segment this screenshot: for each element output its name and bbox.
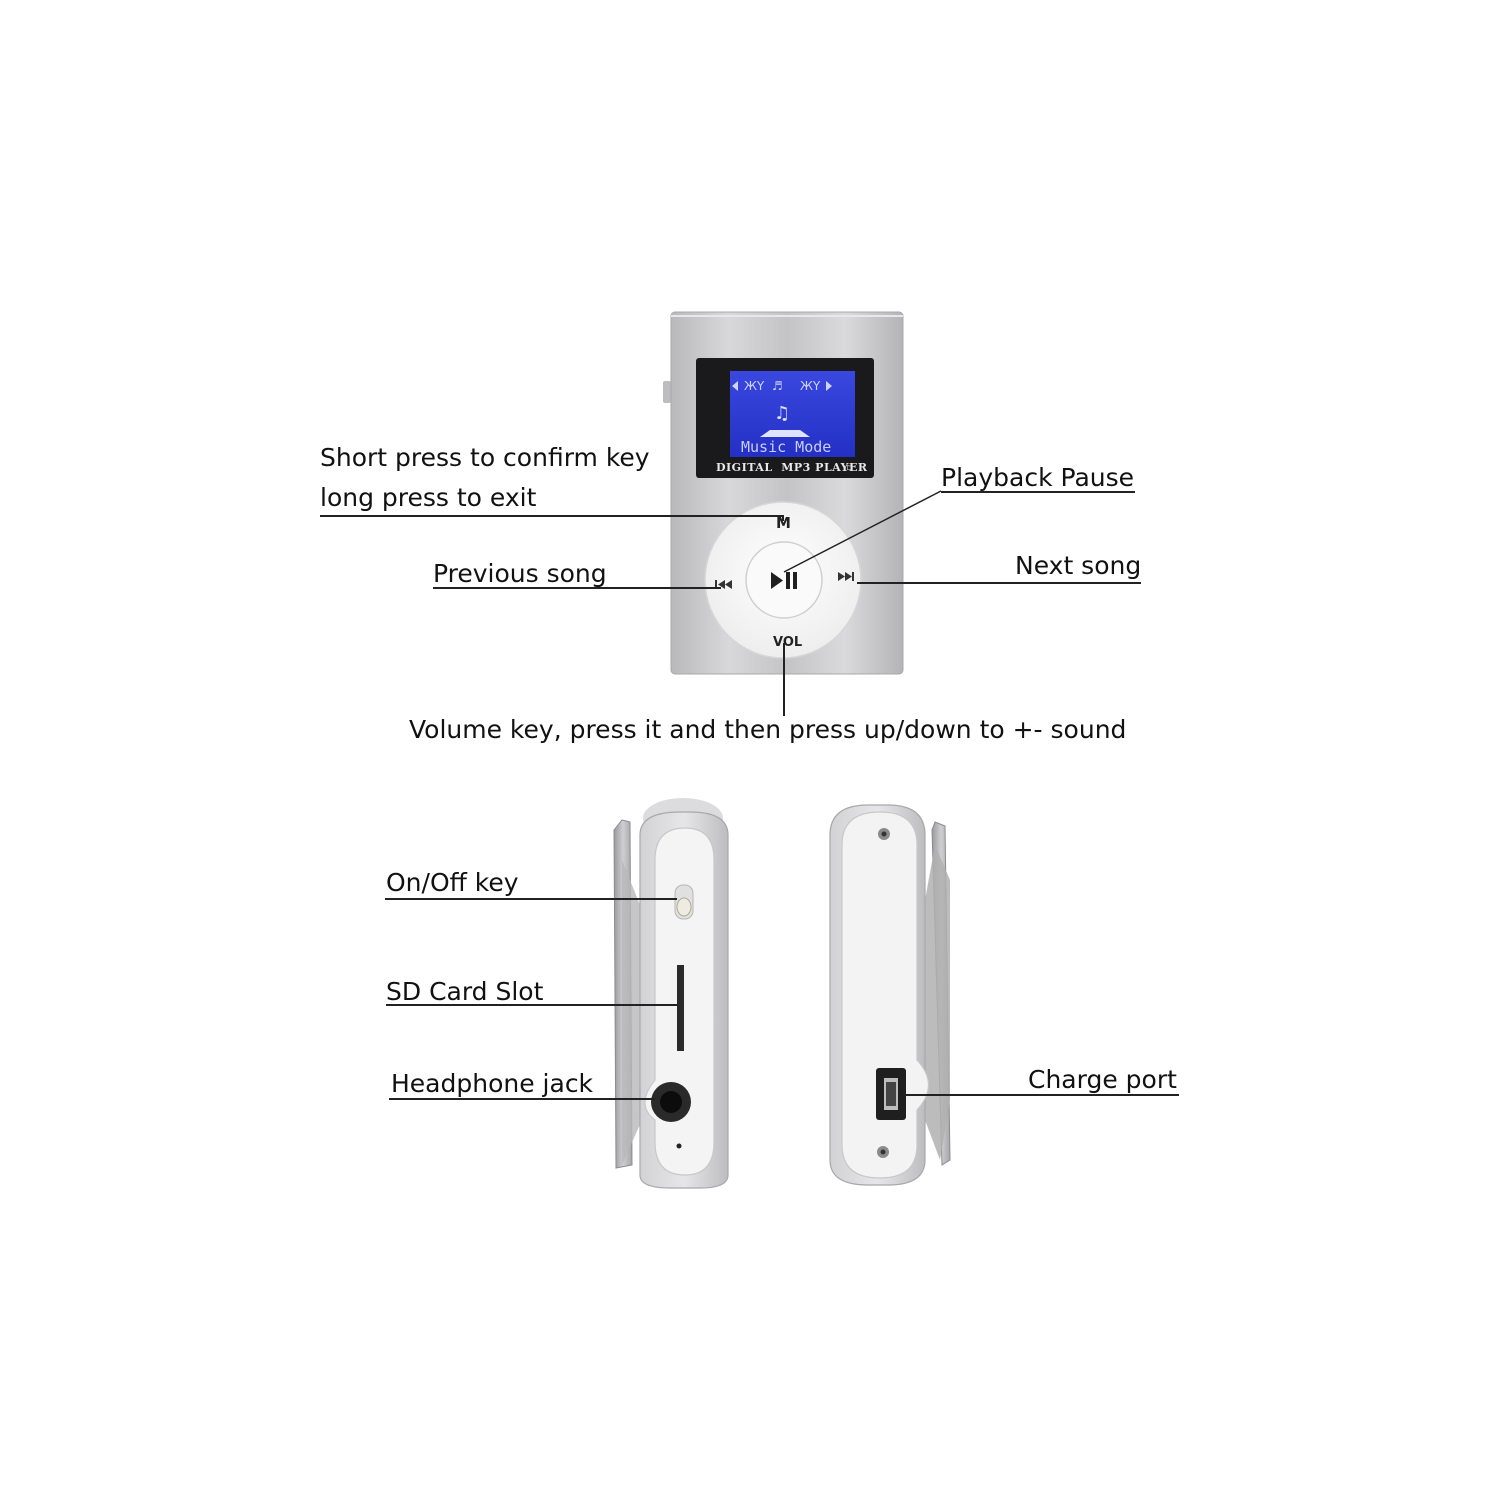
play-pause-icon	[771, 572, 783, 589]
callout-headphone-jack: Headphone jack	[391, 1069, 594, 1098]
callout-playback-pause: Playback Pause	[941, 463, 1135, 492]
leader-sd	[386, 1004, 677, 1006]
callout-on-off-key: On/Off key	[386, 868, 519, 897]
svg-text:⌑: ⌑	[847, 464, 852, 474]
callout-previous-song: Previous song	[433, 559, 607, 588]
sd-card-slot	[677, 965, 684, 1051]
center-button	[745, 541, 823, 619]
leader-confirm-stub	[782, 515, 784, 521]
volume-key-label: VOL	[773, 635, 802, 650]
lcd-screen	[730, 371, 855, 457]
callout-confirm-line2: long press to exit	[320, 483, 537, 512]
leader-playback	[941, 491, 1135, 493]
lcd-mode-text: Music Mode	[741, 438, 831, 456]
leader-charge	[903, 1094, 1179, 1096]
previous-icon	[715, 580, 732, 589]
leader-headphone	[389, 1098, 655, 1100]
next-icon	[838, 572, 854, 581]
callout-next-song: Next song	[1015, 551, 1142, 580]
leader-next	[857, 582, 1141, 584]
leader-volume	[783, 643, 785, 716]
player-side-right	[829, 804, 951, 1186]
leader-on-off	[385, 898, 677, 900]
player-side-left	[613, 798, 729, 1189]
svg-text:♬: ♬	[772, 379, 783, 393]
svg-text:ЖΥ: ЖΥ	[800, 379, 821, 393]
callout-confirm-line1: Short press to confirm key	[320, 443, 650, 472]
brand-text: DIGITAL MP3 PLAYER	[716, 461, 868, 474]
leader-previous	[433, 587, 721, 589]
leader-confirm	[320, 515, 782, 517]
svg-text:ЖΥ: ЖΥ	[744, 379, 765, 393]
music-note-icon: ♫	[774, 403, 790, 424]
menu-key-label: M	[776, 514, 791, 532]
callout-volume-key: Volume key, press it and then press up/d…	[409, 715, 1127, 744]
callout-charge-port: Charge port	[1028, 1065, 1177, 1094]
side-button	[663, 381, 671, 403]
callout-sd-card-slot: SD Card Slot	[386, 977, 544, 1006]
